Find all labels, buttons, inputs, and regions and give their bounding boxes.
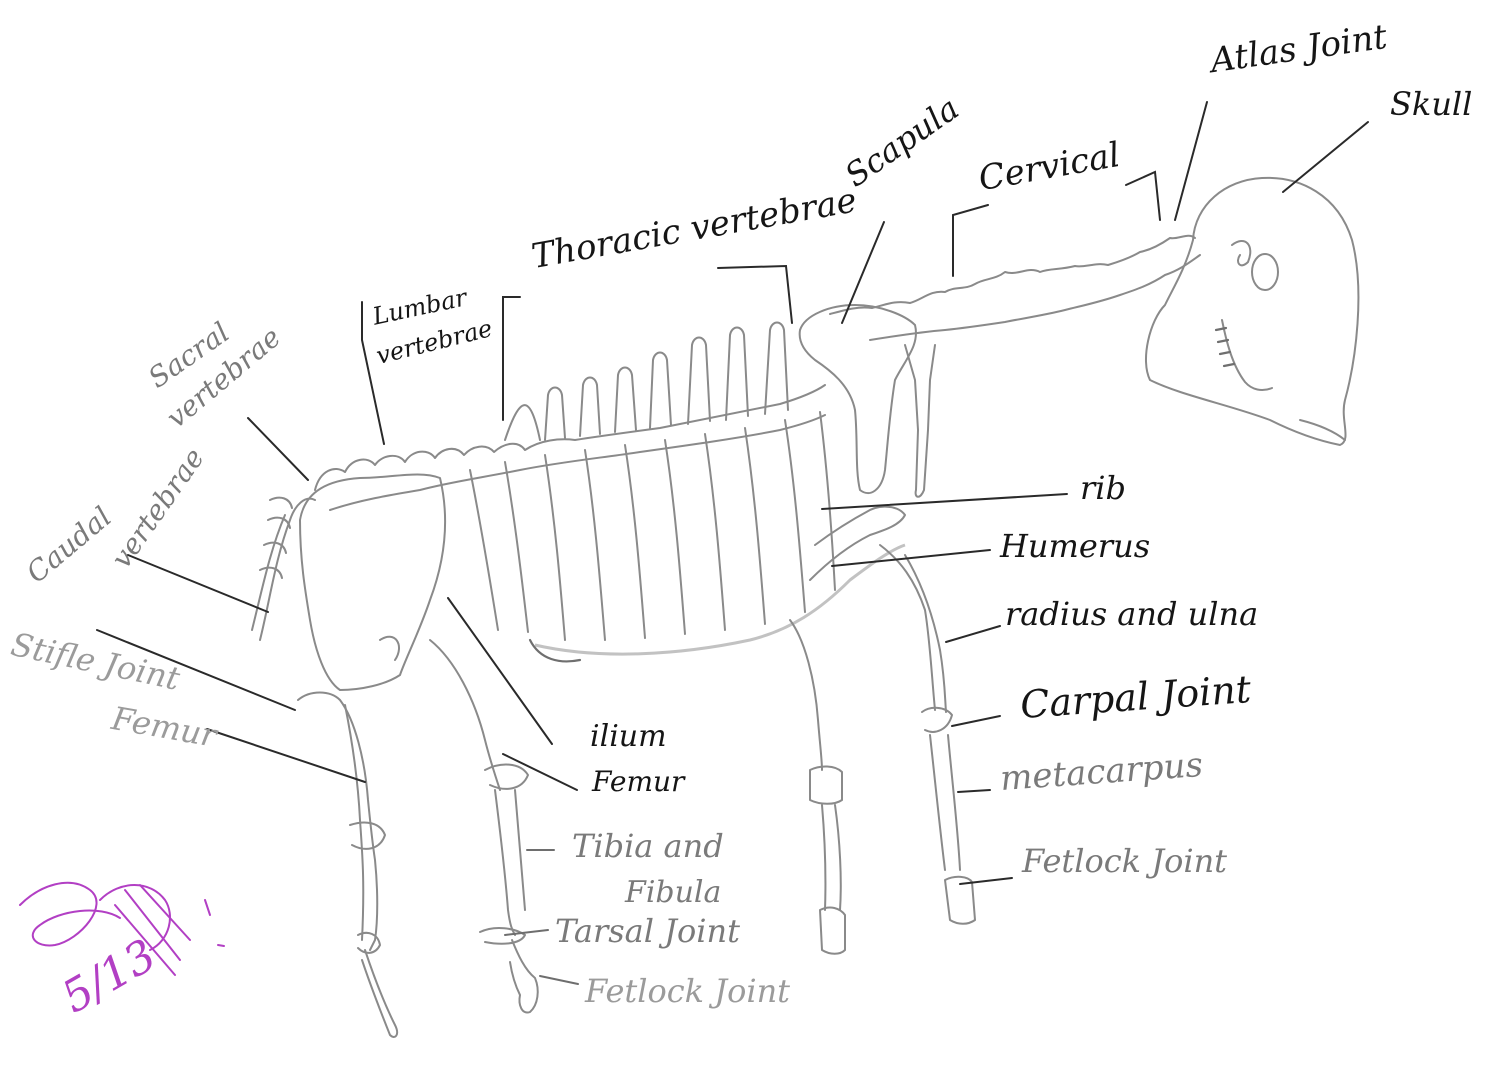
label-skull: Skull bbox=[1390, 88, 1472, 120]
foreleg-front bbox=[880, 545, 975, 924]
label-radius-and-ulna: radius and ulna bbox=[1005, 598, 1258, 630]
hind-leg-front bbox=[430, 640, 538, 1013]
label-fetlock-joint-front: Fetlock Joint bbox=[1022, 845, 1227, 877]
label-tibia-fibula-2: Fibula bbox=[625, 878, 721, 908]
foreleg-back bbox=[790, 507, 905, 954]
pelvis bbox=[252, 474, 445, 690]
label-tarsal-joint: Tarsal Joint bbox=[555, 915, 740, 947]
hind-leg-back bbox=[298, 693, 397, 1037]
cervical-vertebrae bbox=[830, 236, 1200, 340]
label-humerus: Humerus bbox=[1000, 530, 1150, 562]
label-femur-right: Femur bbox=[592, 768, 684, 796]
label-fetlock-joint-hind: Fetlock Joint bbox=[585, 975, 790, 1007]
ribs bbox=[470, 412, 905, 661]
label-ilium: ilium bbox=[590, 722, 667, 752]
label-rib: rib bbox=[1080, 472, 1126, 504]
thoracic-spines bbox=[505, 323, 788, 441]
skull bbox=[1146, 178, 1358, 445]
label-tibia-fibula-1: Tibia and bbox=[572, 830, 724, 862]
